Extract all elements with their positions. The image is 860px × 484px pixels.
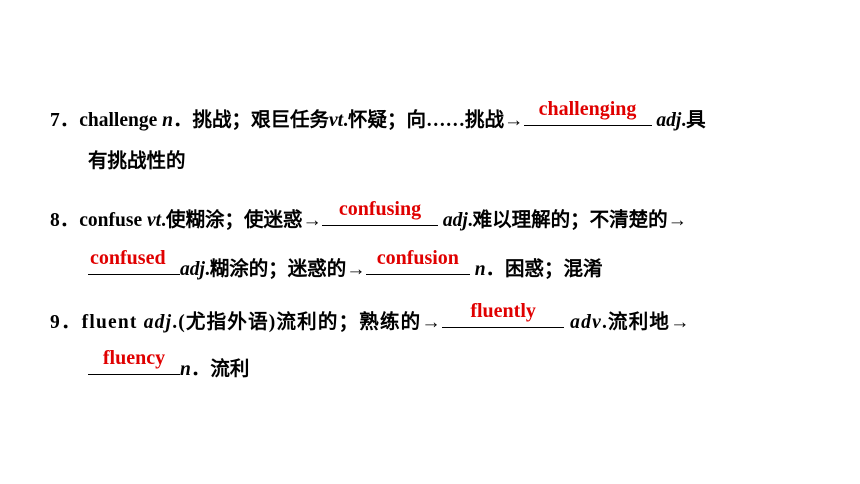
part-of-speech: n (162, 110, 173, 131)
gloss: 怀疑；向……挑战→ (347, 110, 524, 131)
part-of-speech: adj (143, 312, 173, 333)
gloss: .糊涂的；迷惑的→ (204, 259, 366, 280)
separator: ． (173, 110, 193, 131)
gloss: .难以理解的；不清楚的→ (467, 210, 688, 231)
answer-text: confused (90, 247, 166, 269)
answer-text: challenging (538, 98, 637, 120)
answer-blank: confused (88, 248, 180, 275)
part-of-speech: n (180, 359, 191, 380)
entry-8-line-1: 8．confuse vt.使糊涂；使迷惑→ confusing adj.难以理解的… (50, 199, 688, 233)
entry-number: 7． (50, 110, 80, 131)
answer-text: confusing (338, 198, 422, 220)
gloss: 挑战；艰巨任务 (192, 110, 330, 131)
answer-blank: fluency (88, 348, 180, 375)
gloss: .流利地→ (601, 312, 691, 333)
part-of-speech: adj (442, 210, 468, 231)
entry-number: 9． (50, 312, 82, 333)
separator: . (343, 110, 348, 131)
part-of-speech: vt (329, 110, 344, 131)
gloss: 有挑战性的 (88, 151, 186, 172)
entry-9-line-1: 9．fluent adj.(尤指外语)流利的；熟练的→ fluently adv.… (50, 301, 691, 335)
gloss: ．流利 (190, 359, 250, 380)
gloss: .(尤指外语)流利的；熟练的→ (172, 312, 443, 333)
headword: challenge (79, 110, 158, 131)
entry-7-line-1: 7．challenge n．挑战；艰巨任务vt.怀疑；向……挑战→ challen… (50, 99, 706, 133)
headword: confuse (79, 210, 143, 231)
answer-text: fluently (470, 300, 536, 322)
answer-text: fluency (102, 347, 166, 369)
entry-7-line-2: 有挑战性的 (88, 150, 186, 174)
answer-blank: fluently (442, 301, 565, 328)
answer-blank: challenging (523, 99, 652, 126)
part-of-speech: adv (570, 312, 602, 333)
gloss: .具 (681, 110, 706, 131)
entry-8-line-2: confused adj.糊涂的；迷惑的→ confusion n．困惑；混淆 (88, 248, 603, 282)
part-of-speech: vt (146, 210, 162, 231)
answer-blank: confusion (365, 248, 470, 275)
headword: fluent (81, 312, 138, 333)
part-of-speech: adj (656, 110, 682, 131)
part-of-speech: n (474, 259, 486, 280)
answer-blank: confusing (321, 199, 438, 226)
gloss: .使糊涂；使迷惑→ (161, 210, 322, 231)
answer-text: confusion (376, 247, 459, 269)
entry-9-line-2: fluency n．流利 (88, 348, 250, 382)
entry-number: 8． (50, 210, 80, 231)
part-of-speech: adj (180, 259, 205, 280)
gloss: ．困惑；混淆 (485, 259, 603, 280)
